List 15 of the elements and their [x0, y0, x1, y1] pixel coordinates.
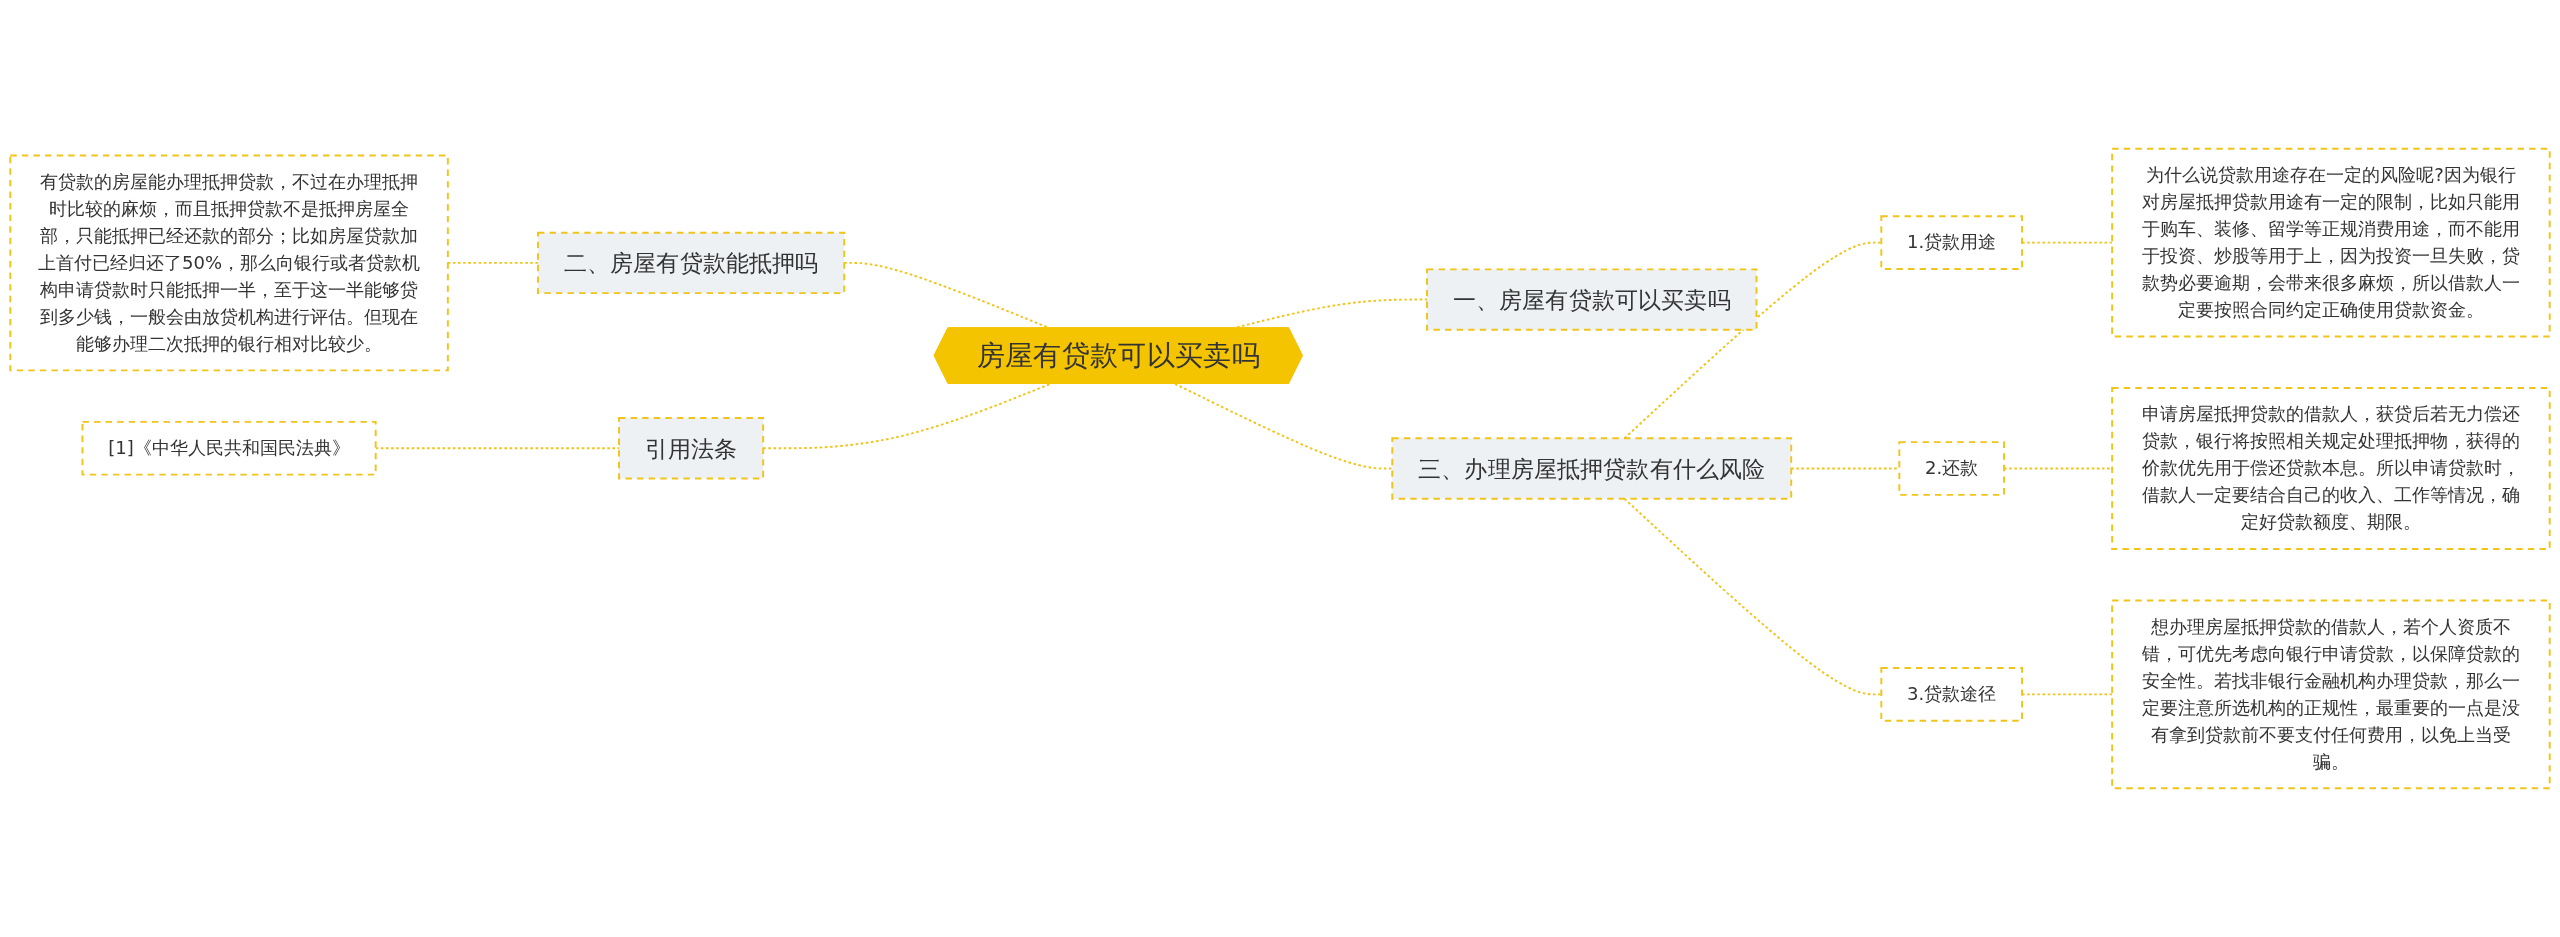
node-box: 二、房屋有贷款能抵押吗 [537, 231, 846, 295]
node-box: 有贷款的房屋能办理抵押贷款，不过在办理抵押时比较的麻烦，而且抵押贷款不是抵押房屋全部，只能抵押已经还款的部分；比如房屋贷款加上首付已经归还了50%，那么向银行或者贷款机构申请贷款时只能抵押一半，至于这一半能够贷到多少钱，一般会由放贷机构进行评估。但现在能够办理二次抵押的银行相对比较少。 [9, 154, 449, 372]
node-box: 3.贷款途径 [1880, 667, 2023, 722]
connector [446, 261, 539, 264]
connector [2021, 693, 2114, 696]
connector [2021, 241, 2114, 244]
node-box: 引用法条 [618, 417, 765, 480]
node-box: 申请房屋抵押贷款的借款人，获贷后若无力偿还贷款，银行将按照相关规定处理抵押物，获得的价款优先用于偿还贷款本息。所以申请贷款时，借款人一定要结合自己的收入、工作等情况，确定好贷款额度、期限。 [2111, 387, 2551, 550]
node-box: 三、办理房屋抵押贷款有什么风险 [1391, 437, 1793, 500]
node-box: 一、房屋有贷款可以买卖吗 [1426, 268, 1758, 331]
node-box: [1]《中华人民共和国民法典》 [81, 420, 377, 476]
node-box: 1.贷款用途 [1880, 215, 2023, 270]
node-box: 为什么说贷款用途存在一定的风险呢?因为银行对房屋抵押贷款用途有一定的限制，比如只能用于购车、装修、留学等正规消费用途，而不能用于投资、炒股等用于上，因为投资一旦失败，贷款势必要逾期，会带来很多麻烦，所以借款人一定要按照合同约定正确使用贷款资金。 [2111, 147, 2551, 338]
node-box: 2.还款 [1898, 441, 2005, 496]
node-box: 想办理房屋抵押贷款的借款人，若个人资质不错，可优先考虑向银行申请贷款，以保障贷款的安全性。若找非银行金融机构办理贷款，那么一定要注意所选机构的正规性，最重要的一点是没有拿到贷款前不要支付任何费用，以免上当受骗。 [2111, 599, 2551, 790]
